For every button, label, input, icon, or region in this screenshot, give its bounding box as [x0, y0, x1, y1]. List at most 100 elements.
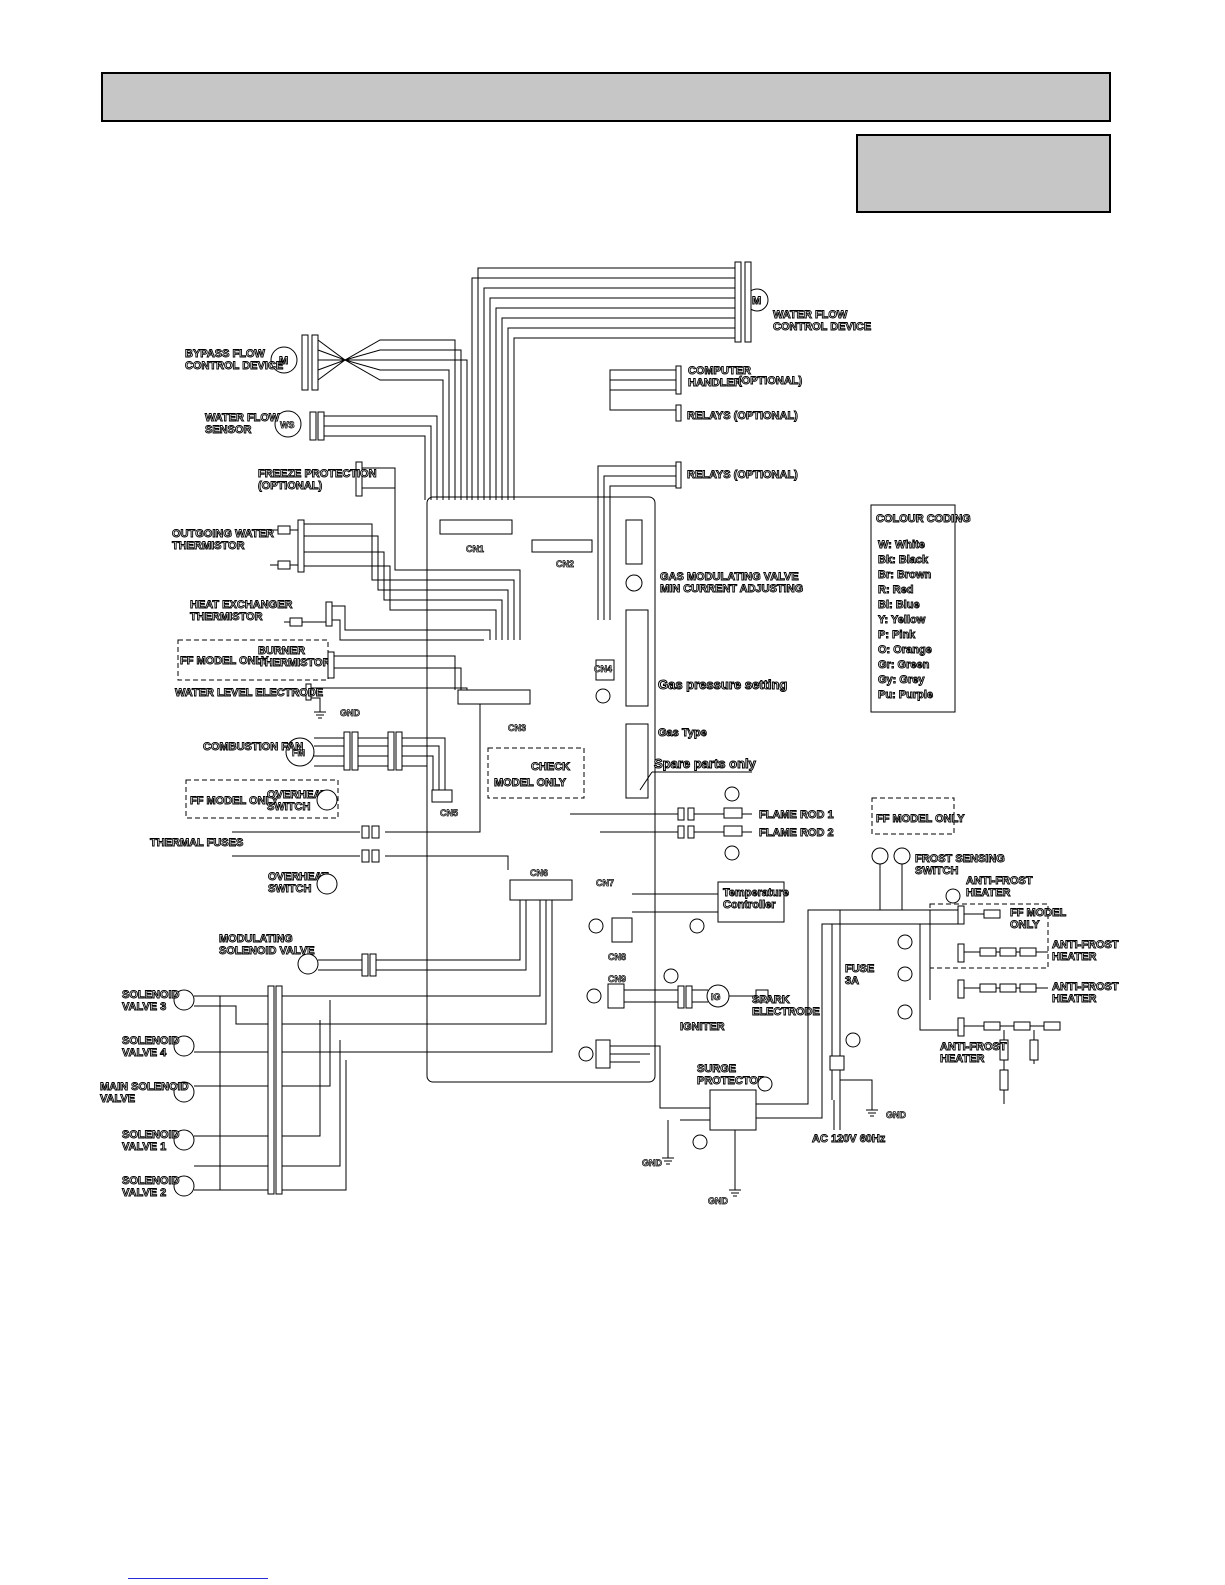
label-line: ONLY	[1010, 919, 1040, 931]
svg-text:M: M	[279, 355, 288, 367]
label-line: (OPTIONAL)	[258, 480, 322, 492]
connector-label: CN4	[594, 664, 612, 674]
legend-entry: Y: Yellow	[878, 614, 926, 626]
colour-coding-legend: COLOUR CODING W: White Bk: Black Br: Bro…	[870, 504, 971, 713]
svg-text:COMBUSTION FAN: COMBUSTION FAN	[203, 741, 303, 753]
connector-label: CN5	[440, 808, 458, 818]
legend-entry: Bk: Black	[878, 554, 929, 566]
legend-entry: Pu: Purple	[878, 689, 933, 701]
freeze-protection-label: FREEZE PROTECTION(OPTIONAL)	[258, 468, 377, 492]
legend-entry: Bl: Blue	[878, 599, 920, 611]
label-line: Controller	[723, 899, 776, 911]
svg-text:WS: WS	[280, 420, 295, 430]
legend-entry: Gr: Green	[878, 659, 930, 671]
label-line: HEATER	[1052, 993, 1096, 1005]
legend-entry: Br: Brown	[878, 569, 931, 581]
label-line: THERMISTOR	[172, 540, 245, 552]
connector-label: CN9	[608, 974, 626, 984]
flame-rods: FLAME ROD 1 FLAME ROD 2	[570, 786, 834, 861]
label-line: PROTECTOR	[697, 1075, 766, 1087]
legend-entry: O: Orange	[878, 644, 932, 656]
svg-text:RELAYS (OPTIONAL): RELAYS (OPTIONAL)	[687, 410, 798, 422]
label-line: CONTROL DEVICE	[185, 360, 283, 372]
connector-cn-power	[578, 1039, 696, 1109]
footer-link-line[interactable]	[128, 1578, 268, 1579]
svg-text:FF MODEL ONLY: FF MODEL ONLY	[190, 795, 279, 807]
legend-entry: R: Red	[878, 584, 913, 596]
header-bar	[101, 72, 1111, 122]
label-line: HEATER	[966, 887, 1010, 899]
combustion-fan: FM COMBUSTION FAN	[203, 731, 446, 790]
label-line: HEATER	[1052, 951, 1096, 963]
legend-entry: Gy: Grey	[878, 674, 925, 686]
label-line: VALVE 4	[122, 1047, 167, 1059]
legend-entry: W: White	[878, 539, 925, 551]
legend-entry: P: Pink	[878, 629, 916, 641]
svg-text:(OPTIONAL): (OPTIONAL)	[738, 375, 802, 387]
label-line: VALVE 1	[122, 1141, 166, 1153]
colour-coding-title: COLOUR CODING	[876, 513, 971, 525]
connector-cn1	[439, 519, 513, 535]
svg-text:GND: GND	[340, 708, 361, 718]
connector-cn-lower	[509, 879, 573, 901]
label-line: 3A	[845, 975, 859, 987]
label-line: VALVE	[100, 1093, 135, 1105]
connector-cn-mid	[457, 689, 531, 705]
svg-text:GND: GND	[708, 1196, 729, 1206]
water-level-electrode: WATER LEVEL ELECTRODE GND	[175, 683, 468, 719]
svg-text:FLAME ROD 1: FLAME ROD 1	[759, 809, 834, 821]
connector-label: CN2	[556, 559, 574, 569]
label-line: SOLENOID VALVE	[219, 945, 315, 957]
fan-motor-icon	[285, 737, 315, 767]
motor-icon	[270, 346, 298, 374]
svg-text:GND: GND	[642, 1158, 663, 1168]
svg-text:FLAME ROD 2: FLAME ROD 2	[759, 827, 834, 839]
connector-label: CN6	[530, 868, 548, 878]
label-line: THERMISTOR	[190, 611, 263, 623]
label-line: SWITCH	[267, 801, 310, 813]
connector-label: CN1	[466, 544, 484, 554]
label-line: SENSOR	[205, 424, 252, 436]
top-wire-bundle	[471, 267, 735, 500]
model-info-box	[856, 134, 1111, 213]
thermal-fuses: THERMAL FUSES	[150, 700, 509, 870]
svg-text:AC 120V 60Hz: AC 120V 60Hz	[812, 1133, 886, 1145]
svg-text:FF MODEL ONLY: FF MODEL ONLY	[180, 655, 269, 667]
label-line: SWITCH	[268, 883, 311, 895]
svg-text:FM: FM	[292, 748, 305, 758]
connector-labels: CN1 CN2 CN3 CN4 CN5 CN6 CN7 CN8 CN9	[440, 544, 627, 985]
label-line: MIN CURRENT ADJUSTING	[660, 583, 803, 595]
svg-text:IGNITER: IGNITER	[680, 1021, 725, 1033]
